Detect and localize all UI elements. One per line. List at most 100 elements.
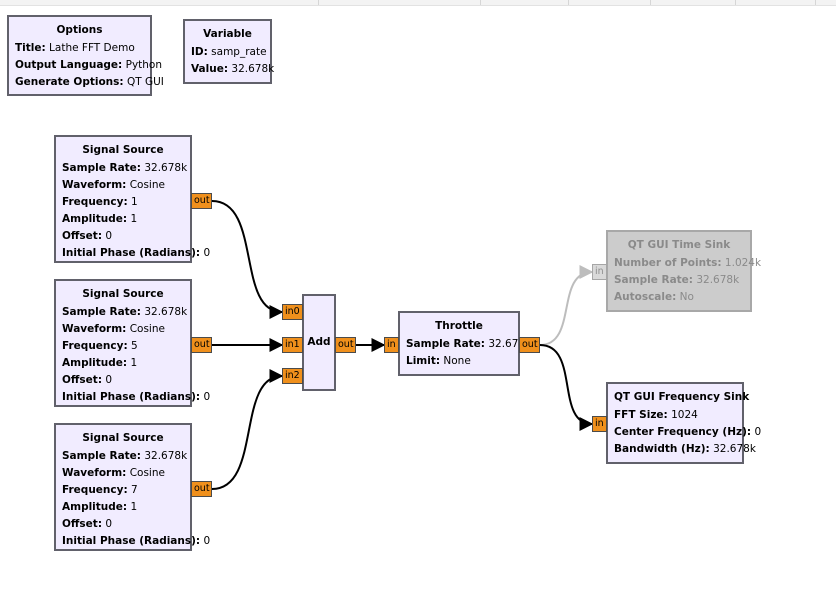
param-offset: Offset: 0 (62, 516, 184, 533)
param-key: Offset: (62, 230, 103, 242)
param-key: Title: (15, 42, 46, 54)
toolbar-separator (650, 0, 651, 5)
param-title: Title: Lathe FFT Demo (15, 40, 144, 57)
param-key: Limit: (406, 355, 441, 367)
block-title: QT GUI Time Sink (627, 239, 731, 251)
param-value: 0 (105, 230, 113, 242)
toolbar-separator (735, 0, 736, 5)
param-value: No (679, 291, 694, 303)
param-amplitude: Amplitude: 1 (62, 211, 184, 228)
param-frequency: Frequency: 1 (62, 194, 184, 211)
add-in2-port[interactable]: in2 (282, 368, 303, 384)
param-key: Sample Rate: (62, 162, 141, 174)
param-value: 32.678k (144, 450, 188, 462)
signal-source-1-out-port[interactable]: out (191, 193, 212, 209)
throttle-out-port[interactable]: out (519, 337, 540, 353)
param-center-frequency: Center Frequency (Hz): 0 (614, 424, 761, 441)
param-value: 5 (131, 340, 138, 352)
param-frequency: Frequency: 5 (62, 338, 184, 355)
param-key: Frequency: (62, 196, 128, 208)
block-title: Signal Source (82, 144, 164, 156)
wire-source1-to-add-in0[interactable] (211, 200, 284, 319)
throttle-block[interactable]: Throttle Sample Rate: 32.678k Limit: Non… (398, 311, 531, 376)
toolbar-strip (0, 0, 836, 6)
param-value: 0 (105, 518, 113, 530)
toolbar-separator (568, 0, 569, 5)
param-waveform: Waveform: Cosine (62, 465, 184, 482)
param-value: Cosine (129, 323, 165, 335)
param-value: 0 (754, 426, 762, 438)
param-autoscale: Autoscale: No (614, 289, 744, 306)
param-sample-rate: Sample Rate: 32.678k (406, 336, 531, 353)
param-initial-phase: Initial Phase (Radians): 0 (62, 389, 210, 406)
param-amplitude: Amplitude: 1 (62, 499, 184, 516)
param-value: 32.678k (144, 306, 188, 318)
param-key: Waveform: (62, 467, 127, 479)
param-amplitude: Amplitude: 1 (62, 355, 184, 372)
toolbar-separator (480, 0, 481, 5)
add-out-port[interactable]: out (335, 337, 356, 353)
param-key: Bandwidth (Hz): (614, 443, 710, 455)
param-waveform: Waveform: Cosine (62, 177, 184, 194)
param-key: Waveform: (62, 179, 127, 191)
param-value: Cosine (129, 179, 165, 191)
param-key: Center Frequency (Hz): (614, 426, 752, 438)
wire-throttle-to-freq-sink[interactable] (539, 344, 594, 431)
param-initial-phase: Initial Phase (Radians): 0 (62, 533, 210, 550)
add-in0-port[interactable]: in0 (282, 304, 303, 320)
signal-source-2-out-port[interactable]: out (191, 337, 212, 353)
param-frequency: Frequency: 7 (62, 482, 184, 499)
signal-source-block-2[interactable]: Signal Source Sample Rate: 32.678k Wavef… (54, 279, 210, 407)
toolbar-separator (318, 0, 319, 5)
throttle-in-port[interactable]: in (384, 337, 399, 353)
wire-source3-to-add-in2[interactable] (211, 369, 284, 490)
param-key: Autoscale: (614, 291, 677, 303)
param-value: 1 (130, 213, 138, 225)
param-key: Generate Options: (15, 76, 124, 88)
options-block[interactable]: Options Title: Lathe FFT Demo Output Lan… (7, 15, 164, 96)
block-title: Signal Source (82, 432, 164, 444)
signal-source-block-1[interactable]: Signal Source Sample Rate: 32.678k Wavef… (54, 135, 210, 263)
param-key: Amplitude: (62, 357, 128, 369)
add-block[interactable]: Add (302, 294, 336, 391)
param-value: Cosine (129, 467, 165, 479)
param-fft-size: FFT Size: 1024 (614, 407, 736, 424)
param-value: 32.678k (713, 443, 756, 455)
param-value: samp_rate (211, 46, 267, 58)
param-value: 0 (203, 535, 211, 547)
param-value: 32.678k (231, 63, 275, 75)
variable-block[interactable]: Variable ID: samp_rate Value: 32.678k (183, 19, 275, 84)
qt-gui-frequency-sink-block[interactable]: QT GUI Frequency Sink FFT Size: 1024 Cen… (606, 382, 761, 464)
param-key: Frequency: (62, 340, 128, 352)
time-sink-in-port[interactable]: in (592, 264, 607, 280)
param-value: QT GUI (126, 76, 164, 88)
param-sample-rate: Sample Rate: 32.678k (62, 304, 188, 321)
signal-source-3-out-port[interactable]: out (191, 481, 212, 497)
block-title: Variable (203, 28, 252, 40)
wire-throttle-to-time-sink[interactable] (539, 265, 594, 346)
param-key: Sample Rate: (62, 450, 141, 462)
param-value: 1024 (671, 409, 698, 421)
block-title: Signal Source (82, 288, 164, 300)
freq-sink-in-port[interactable]: in (592, 416, 607, 432)
param-key: Initial Phase (Radians): (62, 535, 201, 547)
param-bandwidth: Bandwidth (Hz): 32.678k (614, 441, 756, 458)
param-value: 0 (203, 247, 211, 259)
param-key: Frequency: (62, 484, 128, 496)
param-limit: Limit: None (406, 353, 512, 370)
param-key: Offset: (62, 374, 103, 386)
param-key: Amplitude: (62, 213, 128, 225)
param-key: Sample Rate: (614, 274, 693, 286)
add-in1-port[interactable]: in1 (282, 337, 303, 353)
param-output-language: Output Language: Python (15, 57, 162, 74)
param-value: 32.678k (144, 162, 188, 174)
param-generate-options: Generate Options: QT GUI (15, 74, 164, 91)
param-key: Initial Phase (Radians): (62, 247, 201, 259)
signal-source-block-3[interactable]: Signal Source Sample Rate: 32.678k Wavef… (54, 423, 210, 551)
param-sample-rate: Sample Rate: 32.678k (614, 272, 744, 289)
qt-gui-time-sink-block[interactable]: QT GUI Time Sink Number of Points: 1.024… (606, 230, 761, 312)
param-key: Initial Phase (Radians): (62, 391, 201, 403)
param-offset: Offset: 0 (62, 372, 184, 389)
param-key: Number of Points: (614, 257, 722, 269)
